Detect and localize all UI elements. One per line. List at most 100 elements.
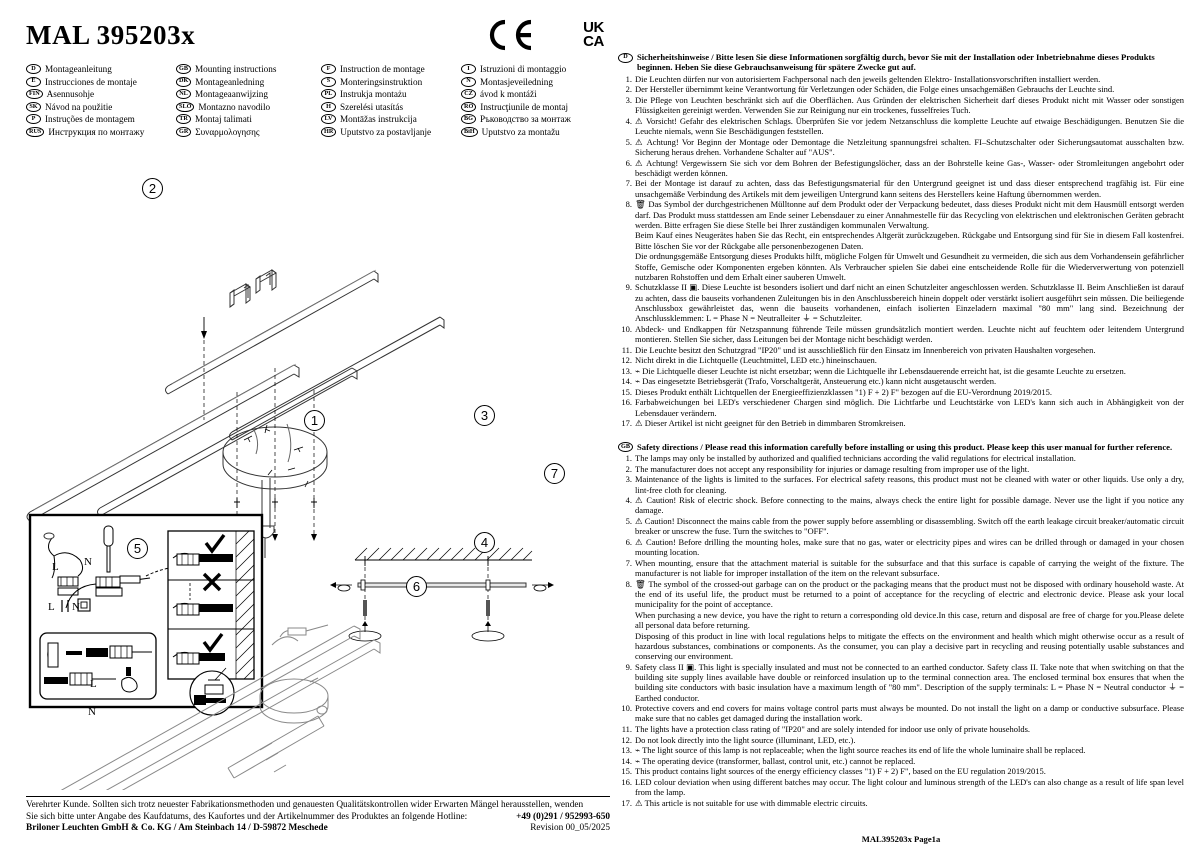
country-code-SK: SK [26,101,41,112]
wiring-label-N-bottom: N [72,601,80,613]
country-code-N: N [461,76,476,87]
country-code-TR: TR [176,114,191,125]
footer-line-2: Sie sich bitte unter Angabe des Kaufdatu… [26,811,468,822]
country-code-PL: PL [321,89,336,100]
item-number: 13. [621,365,632,376]
country-code-I: I [461,64,476,74]
item-number: 7. [625,178,632,189]
footer-line-1: Verehrter Kunde. Sollten sich trotz neue… [26,800,584,810]
footer-revision: Revision 00_05/2025 [530,823,610,834]
german-items: 1.Die Leuchten dürfen nur von autorisier… [618,74,1184,230]
connector-cable [65,567,171,609]
connector-inset [39,632,157,700]
english-item-1: 1.The lamps may only be installed by aut… [618,453,1184,463]
item-text: ⌁ The operating device (transformer, bal… [635,755,916,766]
item-text: The manufacturer does not accept any res… [635,463,1030,474]
wiring-box [28,513,264,716]
german-item-8: 16.Farbabweichungen bei LED's verschiede… [618,397,1184,418]
english-items: 1.The lamps may only be installed by aut… [618,453,1184,609]
german-item-9: 17.⚠ Dieser Artikel ist nicht geeignet f… [618,418,1184,428]
german-item-6: 14.⌁ Das eingesetzte Betriebsgerät (Traf… [618,376,1184,386]
item-text: Der Hersteller übernimmt keine Verantwor… [635,84,1115,95]
language-item-SK: SK Návod na použitie [26,101,176,115]
item-text: ⚠ This article is not suitable for use w… [635,797,868,808]
german-item-5: 5.⚠ Achtung! Vor Beginn der Montage oder… [618,137,1184,158]
item-text: Die Leuchte besitzt den Schutzgrad "IP20… [635,344,1096,355]
country-code-GB: GB [618,442,633,453]
item-text: Protective covers and end covers for mai… [635,703,1184,724]
item-number: 14. [621,755,632,766]
language-label: Instruções de montagem [45,114,135,125]
item-text: ⚠ Caution! Disconnect the mains cable fr… [635,516,1184,537]
item-number: 6. [625,536,632,547]
item-text: Die Leuchten dürfen nur von autorisierte… [635,73,1101,84]
item-text: Dieses Produkt enthält Lichtquellen der … [635,386,1052,397]
right-column: D Sicherheitshinweise / Bitte lesen Sie … [618,52,1184,844]
item-number: 11. [621,724,632,734]
wiring-label-L-bottom: L [48,601,55,613]
fixing-screws [234,498,317,508]
language-label: Montageaanwijzing [195,89,268,100]
language-label: Instrucciones de montaje [45,76,137,87]
assembled-fixture [60,624,381,790]
english-item-5: 13.⌁ The light source of this lamp is no… [618,745,1184,755]
english-item-8: 8.🗑 The symbol of the crossed-out garbag… [618,579,1184,610]
item-number: 7. [625,557,632,568]
bar-lower-b [97,367,358,517]
english-item-4: 4.⚠ Caution! Risk of electric shock. Bef… [618,495,1184,516]
item-number: 5. [625,516,632,526]
german-item-3: 3.Die Pflege von Leuchten beschränkt sic… [618,95,1184,116]
german-item-4: 12.Nicht direkt in die Lichtquelle (Leuc… [618,355,1184,365]
german-item-1: 1.Die Leuchten dürfen nur von autorisier… [618,74,1184,84]
item-number: 11. [621,344,632,355]
item-number: 13. [621,745,632,756]
item-number: 16. [621,397,632,408]
item-text: Do not look directly into the light sour… [635,734,856,745]
item-number: 17. [621,797,632,808]
german-item-8: 8.🗑 Das Symbol der durchgestrichenen Mül… [618,199,1184,230]
item-number: 15. [621,766,632,777]
item-text: Abdeck- und Endkappen für Netzspannung f… [635,323,1184,345]
wiring-label-L-inset: L [90,678,97,690]
english-item-6: 6.⚠ Caution! Before drilling the mountin… [618,537,1184,558]
country-code-LV: LV [321,114,336,125]
country-code-D: D [26,64,41,74]
language-label: Montazno navodilo [198,101,271,112]
item-text: 🗑 The symbol of the crossed-out garbage … [635,578,1184,610]
item-number: 4. [625,495,632,506]
german-items-2: 9.Schutzklasse II ▣. Diese Leuchte ist b… [618,282,1184,428]
country-code-GB: GB [176,64,191,74]
english-item-9: 17.⚠ This article is not suitable for us… [618,798,1184,808]
language-label: Návod na použitie [45,101,113,112]
german-item-5: 13.⌁ Die Lichtquelle dieser Leuchte ist … [618,366,1184,376]
ceiling-bracket-section [330,547,554,642]
english-sub-8b: Disposing of this product in line with l… [635,630,1184,662]
language-label: Szerelési utasítás [340,101,404,112]
item-number: 12. [621,734,632,745]
mounting-bracket-part [229,269,277,308]
item-number: 15. [621,386,632,397]
country-code-F: F [321,64,336,74]
english-item-3: 11.The lights have a protection class ra… [618,724,1184,734]
german-item-6: 6.⚠ Achtung! Vergewissern Sie sich vor d… [618,158,1184,179]
country-code-NL: NL [176,89,191,100]
english-item-8: 16.LED colour deviation when using diffe… [618,777,1184,798]
canopy-screws [243,424,309,488]
do-dont-panel [167,530,255,716]
bar-lower-a [26,363,300,522]
item-text: 🗑 Das Symbol der durchgestrichenen Müllt… [635,199,1184,230]
